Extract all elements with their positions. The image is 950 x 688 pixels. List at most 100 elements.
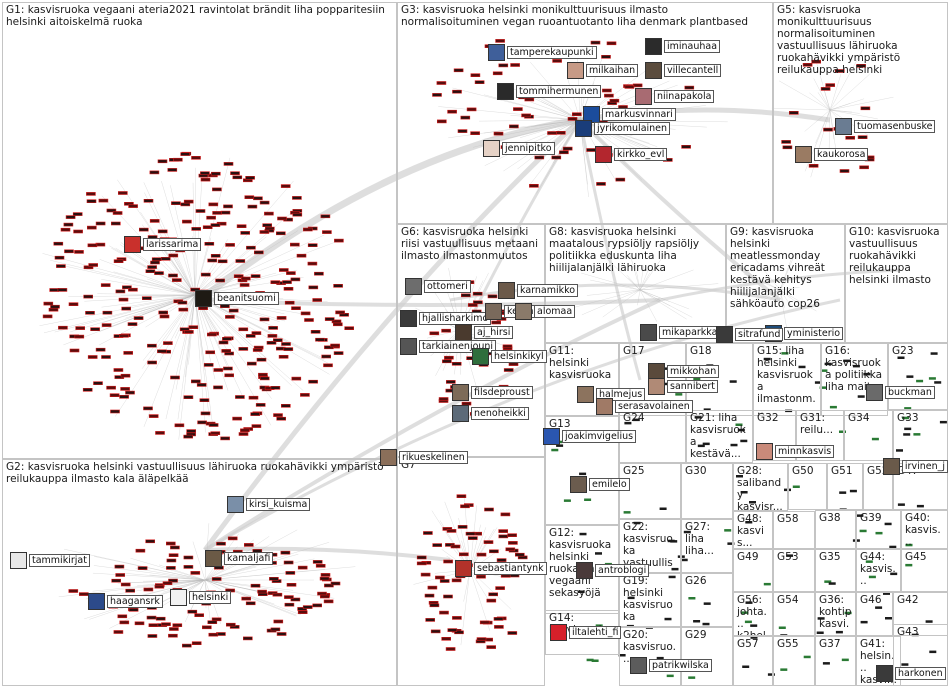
node-label: patrikwilska — [649, 659, 712, 672]
group-box-g58: G58 — [773, 511, 815, 549]
avatar-icon — [630, 657, 647, 674]
node-kirsi-kuisma[interactable]: kirsi_kuisma — [227, 496, 310, 513]
node-haagansrk[interactable]: haagansrk — [88, 593, 163, 610]
group-caption: G23 — [892, 345, 944, 357]
node-villecantell[interactable]: villecantell — [645, 62, 721, 79]
node-ottomeri[interactable]: ottomeri — [405, 278, 471, 295]
node-mikaparkkari[interactable]: mikaparkkari — [640, 324, 727, 341]
node-helsinki[interactable]: helsinki — [170, 589, 231, 606]
node-joakimvigelius[interactable]: joakimvigelius — [543, 428, 636, 445]
avatar-icon — [570, 476, 587, 493]
node-milkaihan[interactable]: milkaihan — [567, 62, 638, 79]
group-box-g56: G56: johta... k2hel — [733, 592, 773, 636]
node-label: ottomeri — [424, 280, 471, 293]
avatar-icon — [575, 120, 592, 137]
group-caption: G56: johta... k2hel — [737, 594, 769, 636]
avatar-icon — [640, 324, 657, 341]
node-beanitsuomi[interactable]: beanitsuomi — [195, 290, 279, 307]
node-nenoheikki[interactable]: nenoheikki — [452, 405, 529, 422]
node-minnkasvis[interactable]: minnkasvis — [756, 443, 834, 460]
node-label: iminauhaa — [664, 40, 720, 53]
node-label: tommihermunen — [516, 85, 601, 98]
group-caption: G35 — [819, 551, 852, 563]
node-iltalehti-fi[interactable]: iltalehti_fi — [550, 624, 621, 641]
node-label: antroblogi — [595, 564, 649, 577]
node-niinapakola[interactable]: niinapakola — [635, 88, 714, 105]
avatar-icon — [498, 282, 515, 299]
group-caption: G49 — [737, 551, 769, 563]
node-kirkko-evl[interactable]: kirkko_evl — [595, 146, 667, 163]
node-iminauhaa[interactable]: iminauhaa — [645, 38, 720, 55]
node-label: yministerio — [784, 327, 843, 340]
avatar-icon — [795, 146, 812, 163]
group-caption: G48: kasvis... — [737, 513, 769, 549]
node-rikueskelinen[interactable]: rikueskelinen — [380, 449, 468, 466]
node-sitrafund[interactable]: sitrafund — [716, 326, 783, 343]
group-box-g51: G51 — [827, 463, 863, 510]
avatar-icon — [550, 624, 567, 641]
node-label: rikueskelinen — [399, 451, 468, 464]
node-label: mikkohan — [667, 365, 719, 378]
node-buckman[interactable]: buckman — [866, 384, 935, 401]
node-label: sannibert — [667, 380, 718, 393]
avatar-icon — [835, 118, 852, 135]
node-jennipitko[interactable]: jennipitko — [483, 140, 555, 157]
node-patrikwilska[interactable]: patrikwilska — [630, 657, 712, 674]
node-label: joakimvigelius — [562, 430, 636, 443]
node-label: serasavolainen — [615, 400, 693, 413]
group-caption: G28: salibandy kasvisr... esportilers — [737, 465, 784, 511]
node-label: harkonen — [895, 667, 946, 680]
node-irvinen-j[interactable]: irvinen_j — [883, 458, 948, 475]
group-box-g5: G5: kasvisruoka monikulttuurisuus normal… — [773, 2, 948, 224]
node-label: haagansrk — [107, 595, 163, 608]
group-caption: G53 — [777, 551, 811, 563]
node-sebastiantynk[interactable]: sebastiantynk — [455, 560, 547, 577]
node-label: villecantell — [664, 64, 721, 77]
node-alomaa[interactable]: alomaa — [515, 303, 575, 320]
avatar-icon — [497, 83, 514, 100]
node-karnamikko[interactable]: karnamikko — [498, 282, 578, 299]
node-serasavolainen[interactable]: serasavolainen — [596, 398, 693, 415]
avatar-icon — [635, 88, 652, 105]
group-caption: G6: kasvisruoka helsinki riisi vastuulli… — [401, 226, 541, 262]
group-caption: G10: kasvisruoka vastuullisuus ruokahävi… — [849, 226, 944, 286]
node-tommihermunen[interactable]: tommihermunen — [497, 83, 601, 100]
avatar-icon — [400, 338, 417, 355]
node-helsinkikyl[interactable]: helsinkikyl — [472, 348, 547, 365]
avatar-icon — [10, 552, 27, 569]
avatar-icon — [227, 496, 244, 513]
group-caption: G19: helsinki kasvisruoka — [623, 575, 677, 623]
group-box-g21: G21: liha kasvisruoka kestävä... — [686, 410, 753, 463]
group-box-g27: G27: liha liha... — [681, 519, 733, 573]
node-tuomasenbuske[interactable]: tuomasenbuske — [835, 118, 935, 135]
avatar-icon — [452, 405, 469, 422]
group-caption: G11: helsinki kasvisruoka — [549, 345, 615, 381]
group-box-g2: G2: kasvisruoka helsinki vastuullisuus l… — [2, 459, 397, 686]
group-caption: G32 — [757, 412, 792, 424]
node-marker — [587, 659, 594, 662]
group-caption: G51 — [831, 465, 859, 477]
group-box-g30: G30 — [681, 463, 733, 519]
node-emilelo[interactable]: emilelo — [570, 476, 630, 493]
group-caption: G18 — [690, 345, 749, 357]
group-caption: G30 — [685, 465, 729, 477]
node-kamaljafi[interactable]: kamaljafi — [205, 550, 273, 567]
node-jyrikomulainen[interactable]: jyrikomulainen — [575, 120, 670, 137]
node-larissarima[interactable]: larissarima — [124, 236, 201, 253]
node-label: kirkko_evl — [614, 148, 667, 161]
avatar-icon — [195, 290, 212, 307]
group-caption: G27: liha liha... — [685, 521, 729, 557]
node-kaukorosa[interactable]: kaukorosa — [795, 146, 868, 163]
node-tammikirjat[interactable]: tammikirjat — [10, 552, 90, 569]
node-antroblogi[interactable]: antroblogi — [576, 562, 649, 579]
group-caption: G17 — [623, 345, 682, 357]
avatar-icon — [124, 236, 141, 253]
avatar-icon — [648, 378, 665, 395]
node-tamperekaupunki[interactable]: tamperekaupunki — [488, 44, 597, 61]
group-box-g55: G55 — [773, 636, 815, 686]
avatar-icon — [645, 62, 662, 79]
group-caption: G5: kasvisruoka monikulttuurisuus normal… — [777, 4, 944, 76]
node-sannibert[interactable]: sannibert — [648, 378, 718, 395]
node-harkonen[interactable]: harkonen — [876, 665, 946, 682]
node-filsdeproust[interactable]: filsdeproust — [452, 384, 533, 401]
